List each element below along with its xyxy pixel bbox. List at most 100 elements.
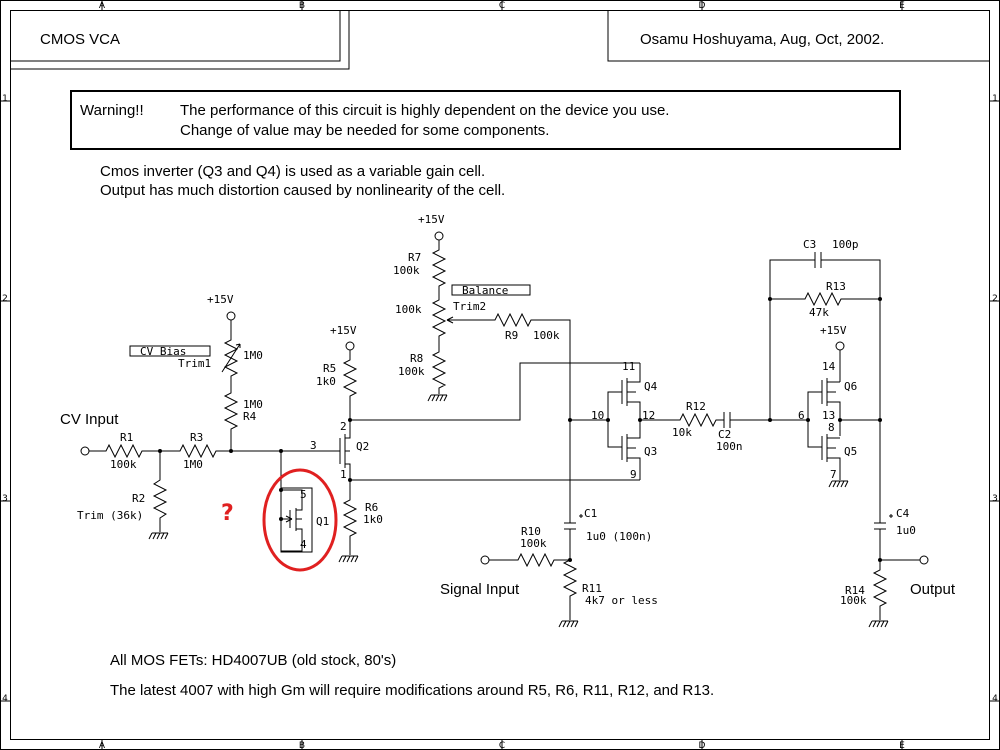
trim2-value: 100k bbox=[395, 303, 422, 316]
r12-c2-wire bbox=[640, 412, 770, 428]
q2-symbol bbox=[339, 420, 351, 480]
q2-drain-wire bbox=[342, 350, 640, 421]
cv-input-terminal bbox=[80, 446, 90, 456]
r8-label: R8 bbox=[410, 352, 423, 365]
c4-polarity bbox=[889, 514, 893, 518]
r6-label: R6 bbox=[365, 501, 378, 514]
output-terminal bbox=[919, 555, 929, 565]
trim1-value: 1M0 bbox=[243, 349, 263, 362]
supply-label-q2: +15V bbox=[330, 324, 357, 337]
output-label: Output bbox=[910, 581, 956, 598]
junction-r2 bbox=[158, 449, 162, 453]
balance-label: Balance bbox=[462, 284, 508, 297]
title-block-right-text: Osamu Hoshuyama, Aug, Oct, 2002. bbox=[640, 31, 884, 48]
r14-label: R14 bbox=[845, 584, 865, 597]
grid-row-2: 2 bbox=[2, 294, 8, 304]
r1-value: 100k bbox=[110, 458, 137, 471]
junction-output-gate bbox=[806, 418, 810, 422]
supply-terminal-output bbox=[835, 341, 845, 351]
grid-row-4-right: 4 bbox=[992, 694, 998, 704]
junction-r13-right bbox=[878, 297, 882, 301]
ground-r11 bbox=[558, 620, 579, 628]
r7-label: R7 bbox=[408, 251, 421, 264]
q2-pin-3: 3 bbox=[310, 439, 317, 452]
red-annotation-circle bbox=[262, 468, 338, 572]
warning-box bbox=[70, 90, 901, 150]
grid-row-1-right: 1 bbox=[992, 94, 998, 104]
q6-label: Q6 bbox=[844, 380, 857, 393]
cv-input-label: CV Input bbox=[60, 411, 119, 428]
r1-label: R1 bbox=[120, 431, 133, 444]
r9-value: 100k bbox=[533, 329, 560, 342]
q3-label: Q3 bbox=[644, 445, 657, 458]
c2-value: 100n bbox=[716, 440, 743, 453]
r10-label: R10 bbox=[521, 525, 541, 538]
note-line-2: Output has much distortion caused by non… bbox=[100, 182, 505, 199]
junction-output-node bbox=[838, 418, 842, 422]
r2-resistor bbox=[152, 451, 168, 532]
c1-value: 1u0 (100n) bbox=[586, 530, 652, 543]
r9-wire bbox=[447, 312, 571, 520]
c1-r11-chain bbox=[562, 520, 578, 620]
c3-value: 100p bbox=[832, 238, 859, 251]
output-pin-8: 8 bbox=[828, 421, 835, 434]
r3-label: R3 bbox=[190, 431, 203, 444]
question-mark-annotation: ? bbox=[221, 501, 234, 526]
q1-pin-4: 4 bbox=[300, 538, 307, 551]
trim1-label: Trim1 bbox=[178, 357, 211, 370]
supply-label-output: +15V bbox=[820, 324, 847, 337]
warning-line-1: The performance of this circuit is highl… bbox=[180, 102, 669, 119]
r5-value: 1k0 bbox=[316, 375, 336, 388]
title-block-left-text: CMOS VCA bbox=[40, 31, 120, 48]
note-line-1: Cmos inverter (Q3 and Q4) is used as a v… bbox=[100, 163, 485, 180]
r2-label: R2 bbox=[132, 492, 145, 505]
ground-q5 bbox=[828, 480, 849, 488]
q2-label: Q2 bbox=[356, 440, 369, 453]
cv-input-wire bbox=[89, 443, 340, 459]
supply-terminal-balance bbox=[434, 231, 444, 241]
q5-label: Q5 bbox=[844, 445, 857, 458]
supply-terminal-cvbias bbox=[226, 311, 236, 321]
inner-border bbox=[10, 10, 990, 740]
r5-label: R5 bbox=[323, 362, 336, 375]
r3-value: 1M0 bbox=[183, 458, 203, 471]
c1-polarity bbox=[579, 514, 583, 518]
q1-symbol bbox=[289, 503, 303, 536]
junction-q1-pin5 bbox=[279, 488, 283, 492]
inverter-pin-11: 11 bbox=[622, 360, 635, 373]
cv-bias-chain bbox=[223, 320, 239, 451]
junction-q2-drain bbox=[348, 418, 352, 422]
r6-value: 1k0 bbox=[363, 513, 383, 526]
junction-signal bbox=[568, 558, 572, 562]
q4-symbol bbox=[621, 363, 641, 432]
ground-balance bbox=[427, 394, 448, 402]
output-pin-13: 13 bbox=[822, 409, 835, 422]
title-block-left-frame bbox=[10, 10, 350, 70]
junction-q1-gate bbox=[279, 517, 283, 521]
junction-inverter-gate bbox=[606, 418, 610, 422]
grid-row-4: 4 bbox=[2, 694, 8, 704]
r11-value: 4k7 or less bbox=[585, 594, 658, 607]
grid-row-1: 1 bbox=[2, 94, 8, 104]
trim1-arrow bbox=[221, 343, 241, 373]
r4-value: 1M0 bbox=[243, 398, 263, 411]
q6-symbol bbox=[821, 350, 841, 436]
q5-symbol bbox=[821, 434, 841, 480]
grid-row-2-right: 2 bbox=[992, 294, 998, 304]
ground-r14 bbox=[868, 620, 889, 628]
r7-value: 100k bbox=[393, 264, 420, 277]
r9-label: R9 bbox=[505, 329, 518, 342]
title-block-right-frame bbox=[607, 10, 990, 62]
trim2-label: Trim2 bbox=[453, 300, 486, 313]
c4-label: C4 bbox=[896, 507, 910, 520]
r13-label: R13 bbox=[826, 280, 846, 293]
q1-label: Q1 bbox=[316, 515, 329, 528]
ground-r2 bbox=[148, 532, 169, 540]
grid-row-3: 3 bbox=[2, 494, 8, 504]
inverter-pin-10: 10 bbox=[591, 409, 604, 422]
r8-value: 100k bbox=[398, 365, 425, 378]
inverter-pin-12: 12 bbox=[642, 409, 655, 422]
junction-q1 bbox=[279, 449, 283, 453]
c2-label: C2 bbox=[718, 428, 731, 441]
